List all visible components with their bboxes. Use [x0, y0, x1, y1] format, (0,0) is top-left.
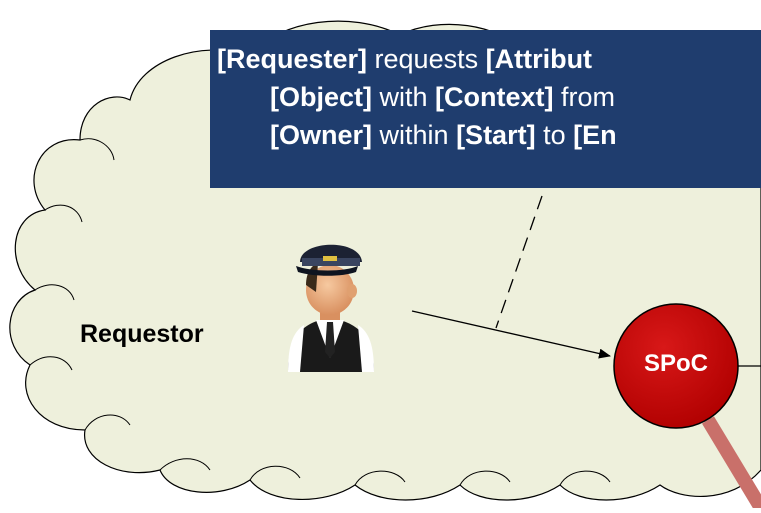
- banner-token: from: [553, 82, 616, 112]
- access-request-banner: [Requester] requests [Attribut [Object] …: [210, 30, 761, 188]
- banner-token: [Start]: [456, 120, 536, 150]
- person-with-cap-icon: [288, 244, 374, 372]
- spoc-connector-line: [702, 416, 761, 512]
- spoc-label: SPoC: [643, 350, 708, 377]
- banner-token: within: [372, 120, 457, 150]
- request-arrow: [411, 310, 611, 359]
- spoc-node: [613, 303, 739, 429]
- banner-line-3: [Owner] within [Start] to [En: [210, 116, 761, 154]
- dashed-annotation-line: [495, 195, 543, 329]
- banner-line-2: [Object] with [Context] from: [210, 78, 761, 116]
- banner-line-1: [Requester] requests [Attribut: [210, 40, 761, 78]
- banner-token: [Object]: [270, 82, 373, 112]
- banner-token: to: [535, 120, 574, 150]
- banner-token: [Requester]: [217, 44, 368, 74]
- banner-token: [Attribut: [485, 44, 593, 74]
- banner-token: requests: [367, 44, 486, 74]
- banner-token: with: [372, 82, 436, 112]
- requestor-label: Requestor: [80, 320, 204, 348]
- banner-token: [Context]: [435, 82, 554, 112]
- cloud-scallops: [29, 138, 611, 486]
- banner-token: [Owner]: [270, 120, 373, 150]
- banner-token: [En: [573, 120, 617, 150]
